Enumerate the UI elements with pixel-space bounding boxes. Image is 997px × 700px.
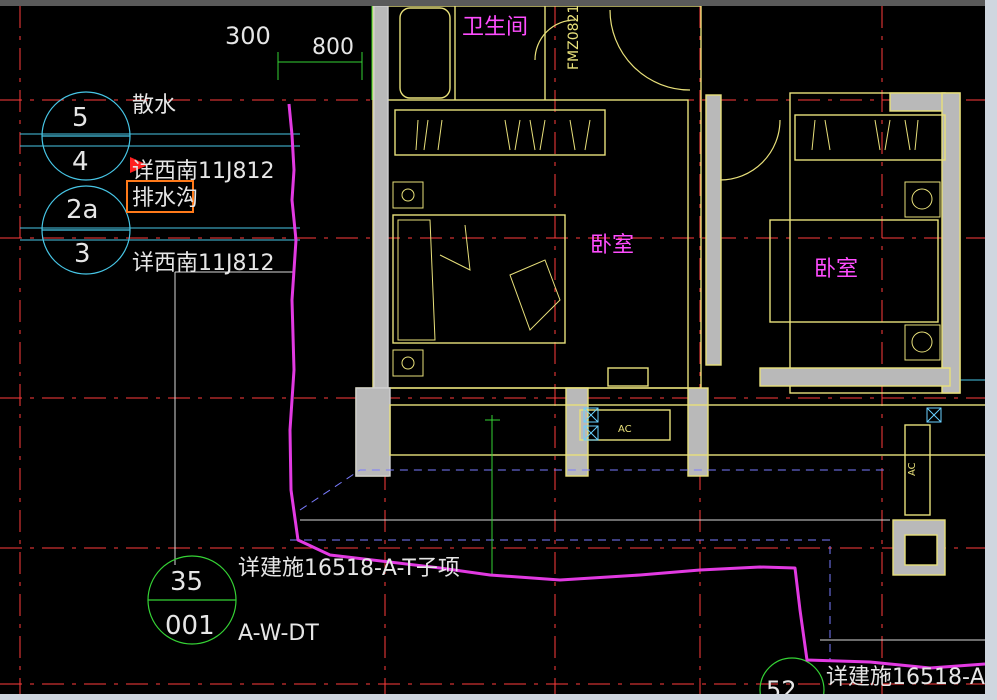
callout-4: 4 xyxy=(72,147,89,177)
room-bathroom: 卫生间 xyxy=(462,15,528,40)
ac-boxes xyxy=(583,407,942,441)
callout-circles-green xyxy=(147,555,825,700)
top-window-edge xyxy=(0,0,997,6)
callout-001: 001 xyxy=(165,611,215,641)
callout-3: 3 xyxy=(74,239,91,269)
dim-300: 300 xyxy=(225,22,271,50)
outer-boundary xyxy=(290,469,890,660)
note-sanshui: 散水 xyxy=(132,93,176,118)
furniture xyxy=(392,181,941,377)
wardrobe-ticks xyxy=(415,119,919,151)
bottom-status-edge xyxy=(0,694,997,700)
dim-800: 800 xyxy=(312,35,354,60)
ac-label-2: AC xyxy=(907,462,918,476)
door-arcs xyxy=(534,9,781,181)
walls xyxy=(355,5,991,576)
note-xinan-1: 详西南11J812 xyxy=(132,159,274,184)
thin-outline xyxy=(174,271,985,641)
room-bedroom-2: 卧室 xyxy=(814,257,858,282)
drainage-path[interactable] xyxy=(287,103,986,670)
highlight-box[interactable] xyxy=(126,180,194,213)
note-jianshi-1: 详建施16518-A-T子项 xyxy=(238,556,460,581)
callout-circles xyxy=(41,91,131,275)
green-lines xyxy=(277,6,500,575)
note-paishuigou: 排水沟 xyxy=(132,186,198,211)
door-code: FMZ0821 xyxy=(566,5,582,70)
callout-2a: 2a xyxy=(66,195,98,225)
note-xinan-2: 详西南11J812 xyxy=(132,251,274,276)
right-panel-edge xyxy=(985,0,997,700)
callout-35: 35 xyxy=(170,567,203,597)
note-awdt: A-W-DT xyxy=(238,621,319,646)
cursor-pointer-icon xyxy=(130,157,148,173)
room-bedroom-1: 卧室 xyxy=(590,233,634,258)
ac-label-1: AC xyxy=(618,424,632,435)
callout-5: 5 xyxy=(72,103,89,133)
note-jianshi-2: 详建施16518-A xyxy=(826,665,985,690)
